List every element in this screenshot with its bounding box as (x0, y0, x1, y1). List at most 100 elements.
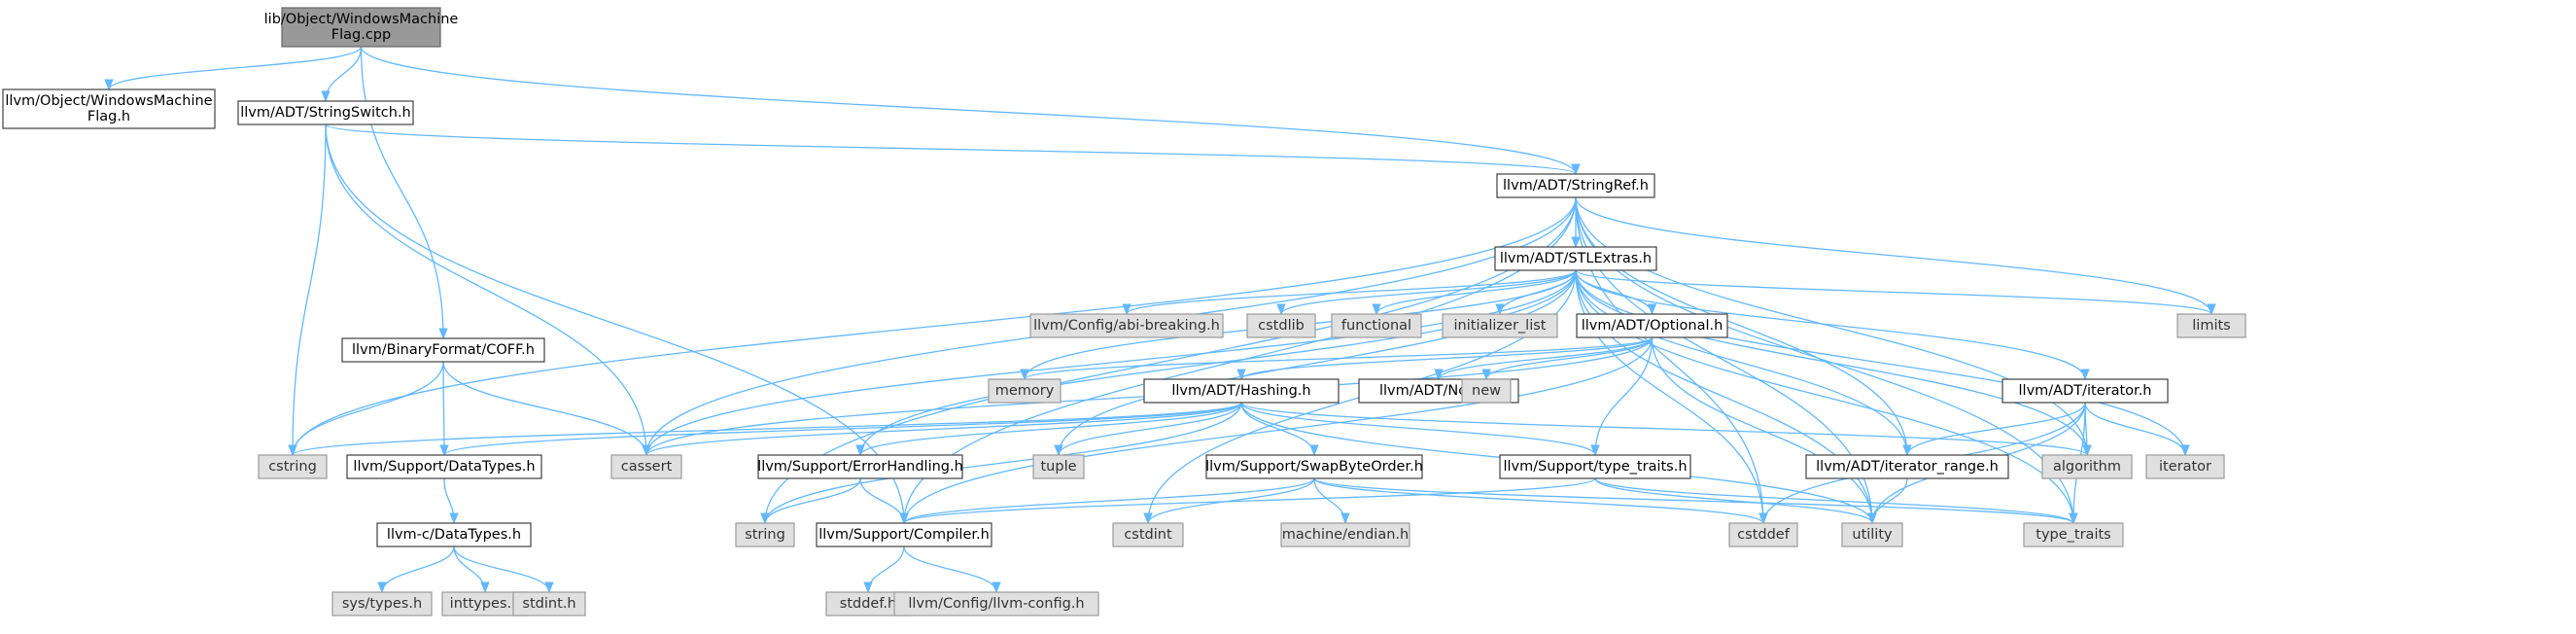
node-root-label-1: Flag.cpp (331, 27, 391, 43)
edge-hashing-to-datatypes (439, 402, 1242, 457)
node-abi-label-0: llvm/Config/abi-breaking.h (1033, 318, 1220, 334)
edge-stlextras-to-iterator_range (1575, 269, 1912, 457)
node-cstdint[interactable]: cstdint (1112, 522, 1184, 547)
node-stringswitch-box (237, 100, 414, 125)
node-typetraits_h-label-0: llvm/Support/type_traits.h (1503, 459, 1687, 475)
node-coff[interactable]: llvm/BinaryFormat/COFF.h (341, 337, 545, 363)
node-stlextras-box (1494, 246, 1657, 271)
node-type_traits[interactable]: type_traits (2023, 522, 2124, 547)
node-llvmconfig[interactable]: llvm/Config/llvm-config.h (893, 591, 1099, 616)
node-machine_endian[interactable]: machine/endian.h (1280, 522, 1410, 547)
edge-hashing-to-swapbyteorder (1240, 402, 1319, 457)
node-cstddef-label-0: cstddef (1737, 527, 1791, 543)
edge-compiler-to-llvmconfig (903, 546, 1001, 594)
node-stlextras[interactable]: llvm/ADT/STLExtras.h (1494, 246, 1657, 271)
node-stdint[interactable]: stdint.h (512, 591, 586, 616)
node-iterator_range[interactable]: llvm/ADT/iterator_range.h (1805, 454, 2009, 479)
node-cassert[interactable]: cassert (610, 454, 682, 479)
node-hashing[interactable]: llvm/ADT/Hashing.h (1143, 378, 1340, 404)
node-cstdlib[interactable]: cstdlib (1246, 313, 1316, 338)
edge-hashing-to-cstring (288, 402, 1242, 457)
node-stringref-box (1496, 173, 1655, 198)
node-new[interactable]: new (1461, 378, 1512, 404)
node-functional-box (1331, 313, 1422, 338)
node-typetraits_h[interactable]: llvm/Support/type_traits.h (1499, 454, 1691, 479)
node-systypes[interactable]: sys/types.h (331, 591, 433, 616)
edge-iterator_h-to-iterator (2084, 402, 2190, 457)
node-swapbyteorder[interactable]: llvm/Support/SwapByteOrder.h (1205, 454, 1423, 479)
edge-stringswitch-to-cassert (325, 123, 651, 457)
node-cstddef[interactable]: cstddef (1728, 522, 1798, 547)
edge-root-to-stringref (360, 46, 1581, 176)
edge-typetraits_h-to-type_traits (1594, 477, 2078, 525)
node-limits[interactable]: limits (2176, 313, 2246, 338)
node-initlist-label-0: initializer_list (1454, 318, 1547, 334)
node-wmf_h-label-1: Flag.h (87, 109, 130, 124)
edge-optional-to-memory (1020, 336, 1654, 381)
edge-errorhandling-to-string (760, 477, 861, 525)
node-stringref[interactable]: llvm/ADT/StringRef.h (1496, 173, 1655, 198)
node-datatypes[interactable]: llvm/Support/DataTypes.h (346, 454, 542, 479)
node-errorhandling-box (757, 454, 963, 479)
node-initlist[interactable]: initializer_list (1442, 313, 1558, 338)
node-machine_endian-box (1280, 522, 1410, 547)
edge-optional-to-new (1481, 336, 1654, 381)
node-cassert-box (610, 454, 682, 479)
edge-coff-to-datatypes (439, 361, 449, 457)
edge-hashing-to-algorithm (1240, 402, 2092, 457)
node-stringswitch-label-0: llvm/ADT/StringSwitch.h (240, 105, 411, 121)
node-tuple[interactable]: tuple (1032, 454, 1085, 479)
node-iterator_h[interactable]: llvm/ADT/iterator.h (2002, 378, 2169, 404)
node-algorithm-label-0: algorithm (2053, 459, 2121, 475)
node-utility[interactable]: utility (1841, 522, 1903, 547)
node-string[interactable]: string (735, 522, 795, 547)
node-swapbyteorder-box (1205, 454, 1423, 479)
edge-c_datatypes-to-systypes (377, 546, 455, 594)
edge-c_datatypes-to-stdint (453, 546, 554, 594)
node-cassert-label-0: cassert (621, 459, 673, 475)
edge-hashing-to-typetraits_h (1240, 402, 1600, 457)
node-c_datatypes[interactable]: llvm-c/DataTypes.h (376, 522, 532, 547)
node-new-label-0: new (1472, 383, 1501, 399)
node-abi-box (1029, 313, 1224, 338)
node-iterator[interactable]: iterator (2145, 454, 2225, 479)
node-root-box (281, 7, 441, 48)
node-systypes-box (331, 591, 433, 616)
node-datatypes-box (346, 454, 542, 479)
node-cstring[interactable]: cstring (258, 454, 328, 479)
node-tuple-label-0: tuple (1040, 459, 1076, 475)
node-datatypes-label-0: llvm/Support/DataTypes.h (353, 459, 535, 475)
node-stdint-label-0: stdint.h (522, 596, 575, 612)
edge-typetraits_h-to-utility (1594, 477, 1877, 525)
edge-swapbyteorder-to-cstddef (1313, 477, 1768, 525)
edge-hashing-to-errorhandling (855, 402, 1242, 457)
node-errorhandling[interactable]: llvm/Support/ErrorHandling.h (757, 454, 963, 479)
node-compiler[interactable]: llvm/Support/Compiler.h (816, 522, 992, 547)
edge-stringswitch-to-cstring (288, 123, 327, 457)
edge-root-to-stringswitch (321, 46, 363, 103)
node-stddef-label-0: stddef.h (840, 596, 896, 612)
edge-stringswitch-to-compiler (325, 123, 909, 525)
node-stringswitch[interactable]: llvm/ADT/StringSwitch.h (237, 100, 414, 125)
node-algorithm[interactable]: algorithm (2041, 454, 2133, 479)
edge-hashing-to-string (760, 402, 1242, 525)
edge-stlextras-to-iterator (1575, 269, 2190, 457)
node-coff-label-0: llvm/BinaryFormat/COFF.h (352, 342, 535, 358)
node-abi[interactable]: llvm/Config/abi-breaking.h (1029, 313, 1224, 338)
node-wmf_h-box (2, 88, 216, 129)
node-type_traits-label-0: type_traits (2036, 527, 2110, 543)
node-swapbyteorder-label-0: llvm/Support/SwapByteOrder.h (1205, 459, 1423, 475)
node-memory[interactable]: memory (988, 378, 1062, 404)
node-hashing-box (1143, 378, 1340, 404)
edge-stlextras-to-cassert (642, 269, 1577, 457)
edge-hashing-to-cassert (642, 402, 1242, 457)
edge-optional-to-compiler (899, 336, 1654, 525)
node-stringref-label-0: llvm/ADT/StringRef.h (1503, 178, 1649, 194)
node-functional[interactable]: functional (1331, 313, 1422, 338)
node-cstring-label-0: cstring (268, 459, 317, 475)
node-optional[interactable]: llvm/ADT/Optional.h (1576, 313, 1728, 338)
node-c_datatypes-box (376, 522, 532, 547)
